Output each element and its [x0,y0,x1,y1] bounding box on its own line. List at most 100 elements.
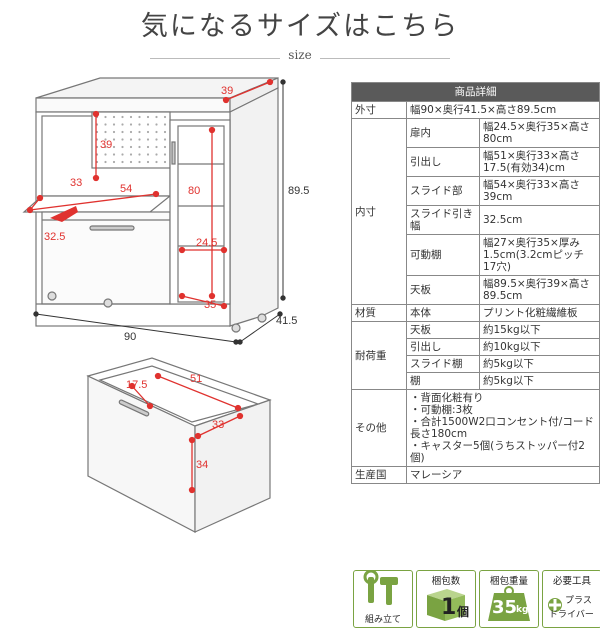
pegboard-hole [104,130,107,134]
pegboard-hole [138,130,141,134]
weight-icon [488,586,530,621]
pegboard-hole [129,145,133,149]
label-side-depth: 35 [204,299,216,311]
required-tools-line2: ドライバー [549,610,594,620]
spec-item-label: スライド棚 [406,355,480,373]
pegboard-hole [112,145,116,149]
pegboard-hole [104,138,107,141]
label-drawer-inner-width: 51 [190,373,202,385]
pegboard-hole [163,160,167,164]
pegboard-hole [121,160,124,164]
label-width-total: 90 [124,331,136,343]
spec-value: マレーシア [406,466,600,484]
pegboard-hole [163,145,167,149]
pegboard-hole [112,160,116,164]
label-upper-inner-height: 39 [100,139,112,151]
pegboard-hole [155,123,158,126]
pegboard-hole [163,123,167,126]
drawer-drawing [86,357,272,533]
outer-dimension-lines [33,79,286,345]
pegboard-hole [146,123,150,126]
drawer-dimension-lines [128,372,244,494]
pegboard-hole [146,160,150,164]
spec-row: 生産国マレーシア [351,466,600,484]
spec-row: スライド棚約5kg以下 [352,355,600,373]
cabinet-dimension-lines [26,78,274,310]
package-count-value: 1 [441,595,457,620]
spec-item-label: 天板 [406,275,480,305]
label-depth-top: 39 [221,85,233,97]
pegboard-hole [104,145,107,149]
spec-value: 約15kg以下 [479,321,600,339]
spec-value: 幅90×奥行41.5×高さ89.5cm [406,101,600,119]
pegboard-hole [121,115,124,119]
pegboard-hole [138,145,141,149]
pegboard-hole [155,138,158,141]
label-drawer-inner-depth: 33 [212,419,224,431]
pegboard-hole [104,160,107,164]
spec-value: 幅27×奥行35×厚み1.5cm(3.2cmピッチ17穴) [479,234,600,276]
pegboard-holes [95,115,167,164]
spec-value: 約5kg以下 [479,355,600,373]
pegboard-hole [129,160,133,164]
cabinet-drawing [22,77,279,333]
pegboard-hole [112,123,116,126]
spec-item-label: スライド部 [406,176,480,206]
pegboard-hole [129,123,133,126]
spec-group-label: 耐荷重 [351,321,407,390]
required-tools-line1: プラス [565,596,592,606]
pegboard-hole [104,123,107,126]
label-height-total: 89.5 [288,185,309,197]
spec-value: 幅89.5×奥行39×高さ89.5cm [479,275,600,305]
box-icon [427,589,465,621]
spec-row: スライド部幅54×奥行33×高さ39cm [352,176,600,206]
pegboard-hole [104,115,107,119]
pegboard-hole [146,130,150,134]
pegboard-hole [112,138,116,141]
required-tools-badge: 必要工具 プラス ドライバー [542,570,600,628]
spec-row: 天板幅89.5×奥行39×高さ89.5cm [352,275,600,305]
spec-row: 可動棚幅27×奥行35×厚み1.5cm(3.2cmピッチ17穴) [352,234,600,276]
spec-row: 内寸扉内幅24.5×奥行35×高さ80cm [351,118,600,305]
pegboard-hole [146,153,150,156]
pegboard-hole [121,130,124,134]
divider-left [150,58,280,59]
label-drawer-inner-height: 17.5 [126,379,147,391]
pegboard-hole [146,145,150,149]
pegboard-hole [138,153,141,156]
spec-group-label: 材質 [351,304,407,322]
pegboard-hole [129,115,133,119]
spec-item-label: 棚 [406,372,480,390]
spec-row: 耐荷重天板約15kg以下 [351,321,600,390]
pegboard-hole [129,130,133,134]
tools-icon [363,569,398,605]
spec-value: 幅24.5×奥行35×高さ80cm [479,118,600,148]
assembly-label: 組み立て [364,615,401,625]
spec-row: 材質本体プリント化粧繊維板 [351,304,600,322]
pegboard-hole [138,123,141,126]
spec-value: 幅51×奥行33×高さ17.5(有効34)cm [479,147,600,177]
pegboard-hole [146,138,150,141]
spec-group-label: その他 [351,389,407,467]
spec-item-label: 天板 [406,321,480,339]
spec-value: 幅54×奥行33×高さ39cm [479,176,600,206]
package-weight-value: 35 [492,597,518,618]
pegboard-hole [138,160,141,164]
pegboard-hole [121,123,124,126]
divider-right [320,58,450,59]
spec-item-label: スライド引き幅 [406,205,480,235]
pegboard-hole [121,138,124,141]
spec-row: 外寸幅90×奥行41.5×高さ89.5cm [351,101,600,119]
spec-group-label: 生産国 [351,466,407,484]
pegboard-hole [163,153,167,156]
label-side-shelf-height: 24.5 [196,237,217,249]
package-weight-caption: 梱包重量 [489,576,528,587]
spec-item-label: 引出し [406,338,480,356]
pegboard-hole [104,153,107,156]
spec-item-label: 可動棚 [406,234,480,276]
pegboard-hole [155,115,158,119]
pegboard-hole [146,115,150,119]
spec-value: プリント化粧繊維板 [479,304,600,322]
spec-row: 引出し幅51×奥行33×高さ17.5(有効34)cm [352,147,600,177]
label-side-height: 80 [188,185,200,197]
